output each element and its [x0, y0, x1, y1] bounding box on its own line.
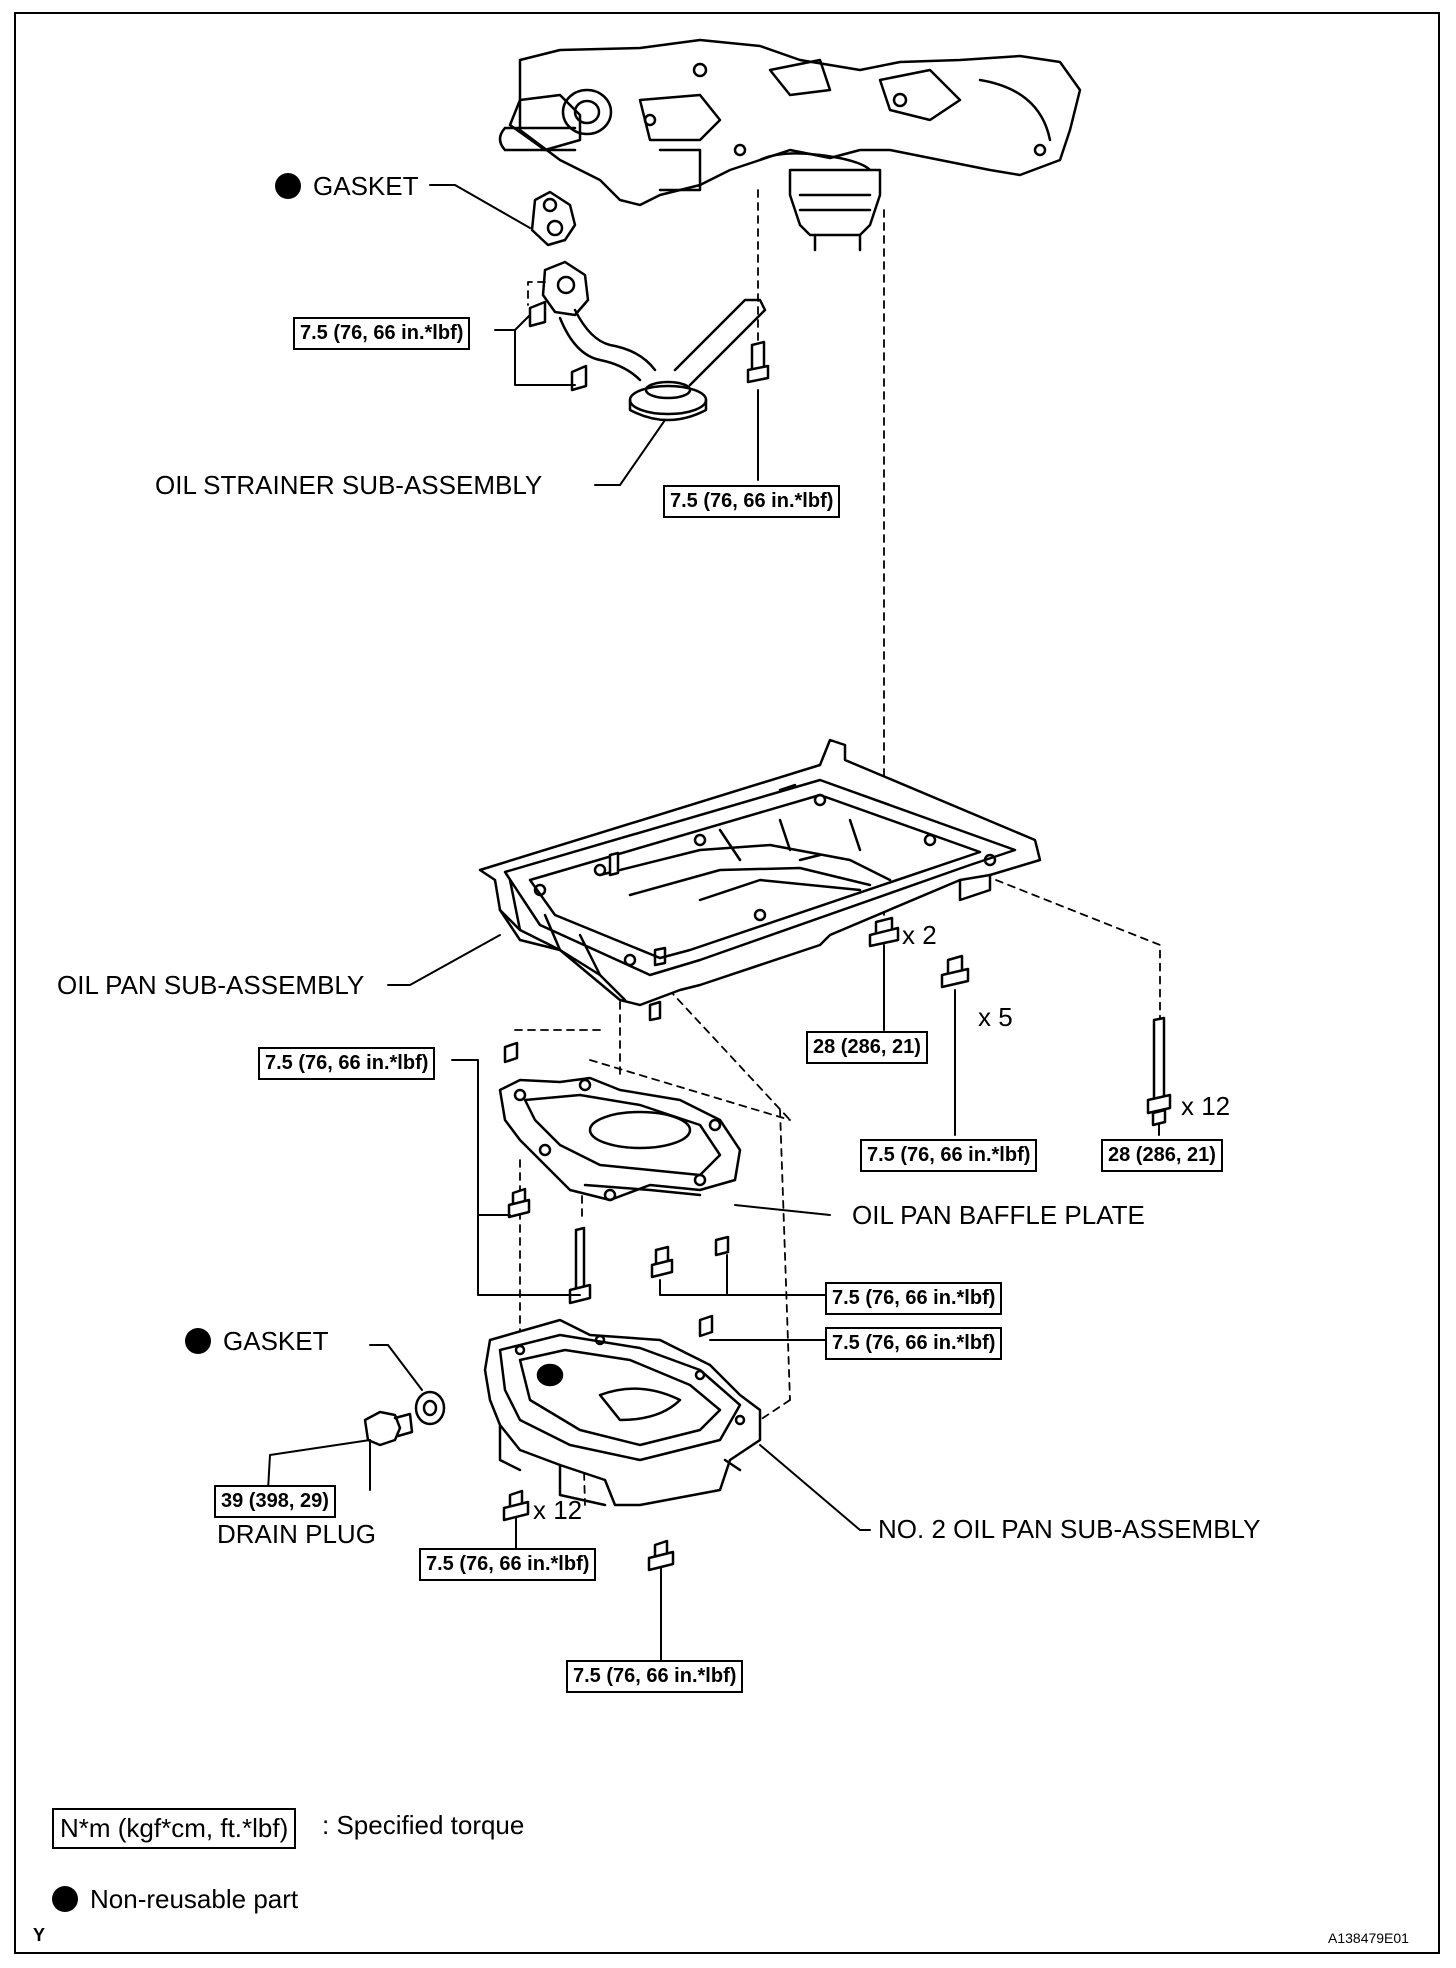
torque-pan-x2: 28 (286, 21)	[806, 1031, 928, 1064]
torque-no2-nut: 7.5 (76, 66 in.*lbf)	[825, 1327, 1003, 1360]
oil-pan-label: OIL PAN SUB-ASSEMBLY	[57, 970, 365, 1000]
oil-strainer-label: OIL STRAINER SUB-ASSEMBLY	[155, 470, 543, 500]
torque-pan-x12: 28 (286, 21)	[1101, 1139, 1223, 1172]
torque-pan-x5: 7.5 (76, 66 in.*lbf)	[860, 1139, 1038, 1172]
gasket-top-label: GASKET	[275, 173, 418, 199]
oil-pan-bolts	[868, 916, 1172, 1127]
nonreusable-dot-icon	[52, 1886, 78, 1912]
torque-baffle-left: 7.5 (76, 66 in.*lbf)	[258, 1047, 436, 1080]
oil-pan-drawing	[478, 738, 1042, 1022]
legend-torque-unit: N*m (kgf*cm, ft.*lbf)	[52, 1808, 297, 1849]
torque-no2-bottom: 7.5 (76, 66 in.*lbf)	[566, 1660, 744, 1693]
qty-pan-x5: x 5	[978, 1002, 1013, 1032]
oil-strainer-drawing	[528, 190, 770, 422]
qty-no2-x12: x 12	[533, 1495, 583, 1525]
engine-block-drawing	[498, 38, 1082, 252]
drain-plug-drawing	[363, 1390, 446, 1447]
no2-oil-pan-label: NO. 2 OIL PAN SUB-ASSEMBLY	[878, 1514, 1261, 1544]
legend-nonreusable: Non-reusable part	[52, 1886, 298, 1912]
diagram-frame	[14, 12, 1440, 1954]
qty-pan-x2: x 2	[902, 920, 937, 950]
gasket-bottom-label: GASKET	[185, 1328, 328, 1354]
leader-lines	[267, 184, 1160, 1666]
torque-no2-x12: 7.5 (76, 66 in.*lbf)	[419, 1548, 597, 1581]
qty-pan-x12: x 12	[1181, 1091, 1231, 1121]
footer-left-code: Y	[33, 1925, 46, 1945]
nonreusable-dot-icon	[275, 173, 301, 199]
figure-id: A138479E01	[1328, 1930, 1409, 1946]
torque-strainer-bolt: 7.5 (76, 66 in.*lbf)	[663, 485, 841, 518]
torque-drain-plug: 39 (398, 29)	[214, 1485, 336, 1518]
nonreusable-dot-icon	[185, 1328, 211, 1354]
torque-baffle-right: 7.5 (76, 66 in.*lbf)	[825, 1282, 1003, 1315]
baffle-plate-drawing	[498, 1041, 742, 1305]
drain-plug-label: DRAIN PLUG	[217, 1519, 376, 1549]
baffle-plate-label: OIL PAN BAFFLE PLATE	[852, 1200, 1145, 1230]
torque-strainer-nut: 7.5 (76, 66 in.*lbf)	[293, 317, 471, 350]
no2-oil-pan-drawing	[483, 1314, 762, 1572]
legend-torque-desc: : Specified torque	[322, 1810, 525, 1840]
